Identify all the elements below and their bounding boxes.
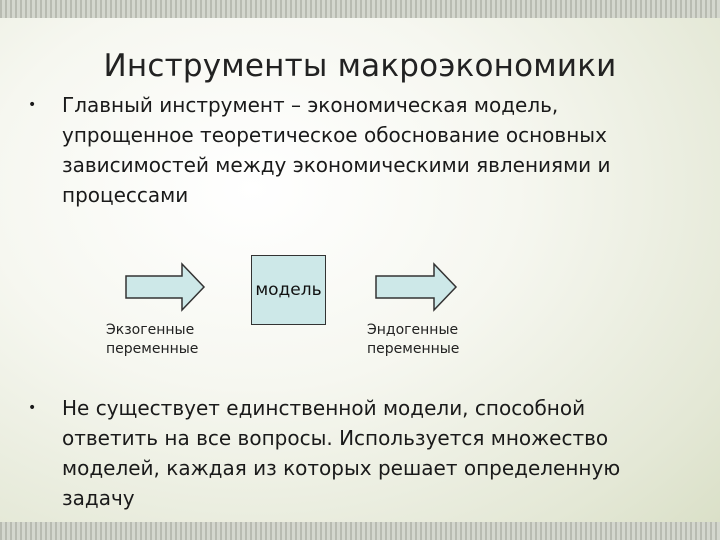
bullet-marker: • [28, 97, 37, 113]
exogenous-variables-label: Экзогенные переменные [106, 321, 198, 359]
output-arrow-icon [375, 262, 458, 312]
bullet-text: Не существует единственной модели, спосо… [62, 396, 621, 510]
endogenous-variables-label: Эндогенные переменные [367, 321, 459, 359]
bullet-text: Главный инструмент – экономическая модел… [62, 93, 611, 207]
model-box: модель [251, 255, 326, 325]
top-decorative-border [0, 0, 720, 18]
input-arrow-icon [125, 262, 206, 312]
bullet-no-single-model: • Не существует единственной модели, спо… [28, 393, 668, 513]
exogenous-label-line-2: переменные [106, 341, 199, 357]
endogenous-label-line-1: Эндогенные [367, 322, 459, 338]
model-label: модель [255, 280, 322, 300]
endogenous-label-line-2: переменные [367, 341, 460, 357]
bullet-main-tool: • Главный инструмент – экономическая мод… [28, 90, 668, 210]
exogenous-label-line-1: Экзогенные [106, 322, 195, 338]
bottom-decorative-border [0, 522, 720, 540]
bullet-marker: • [28, 400, 37, 416]
slide-title: Инструменты макроэкономики [103, 48, 617, 84]
